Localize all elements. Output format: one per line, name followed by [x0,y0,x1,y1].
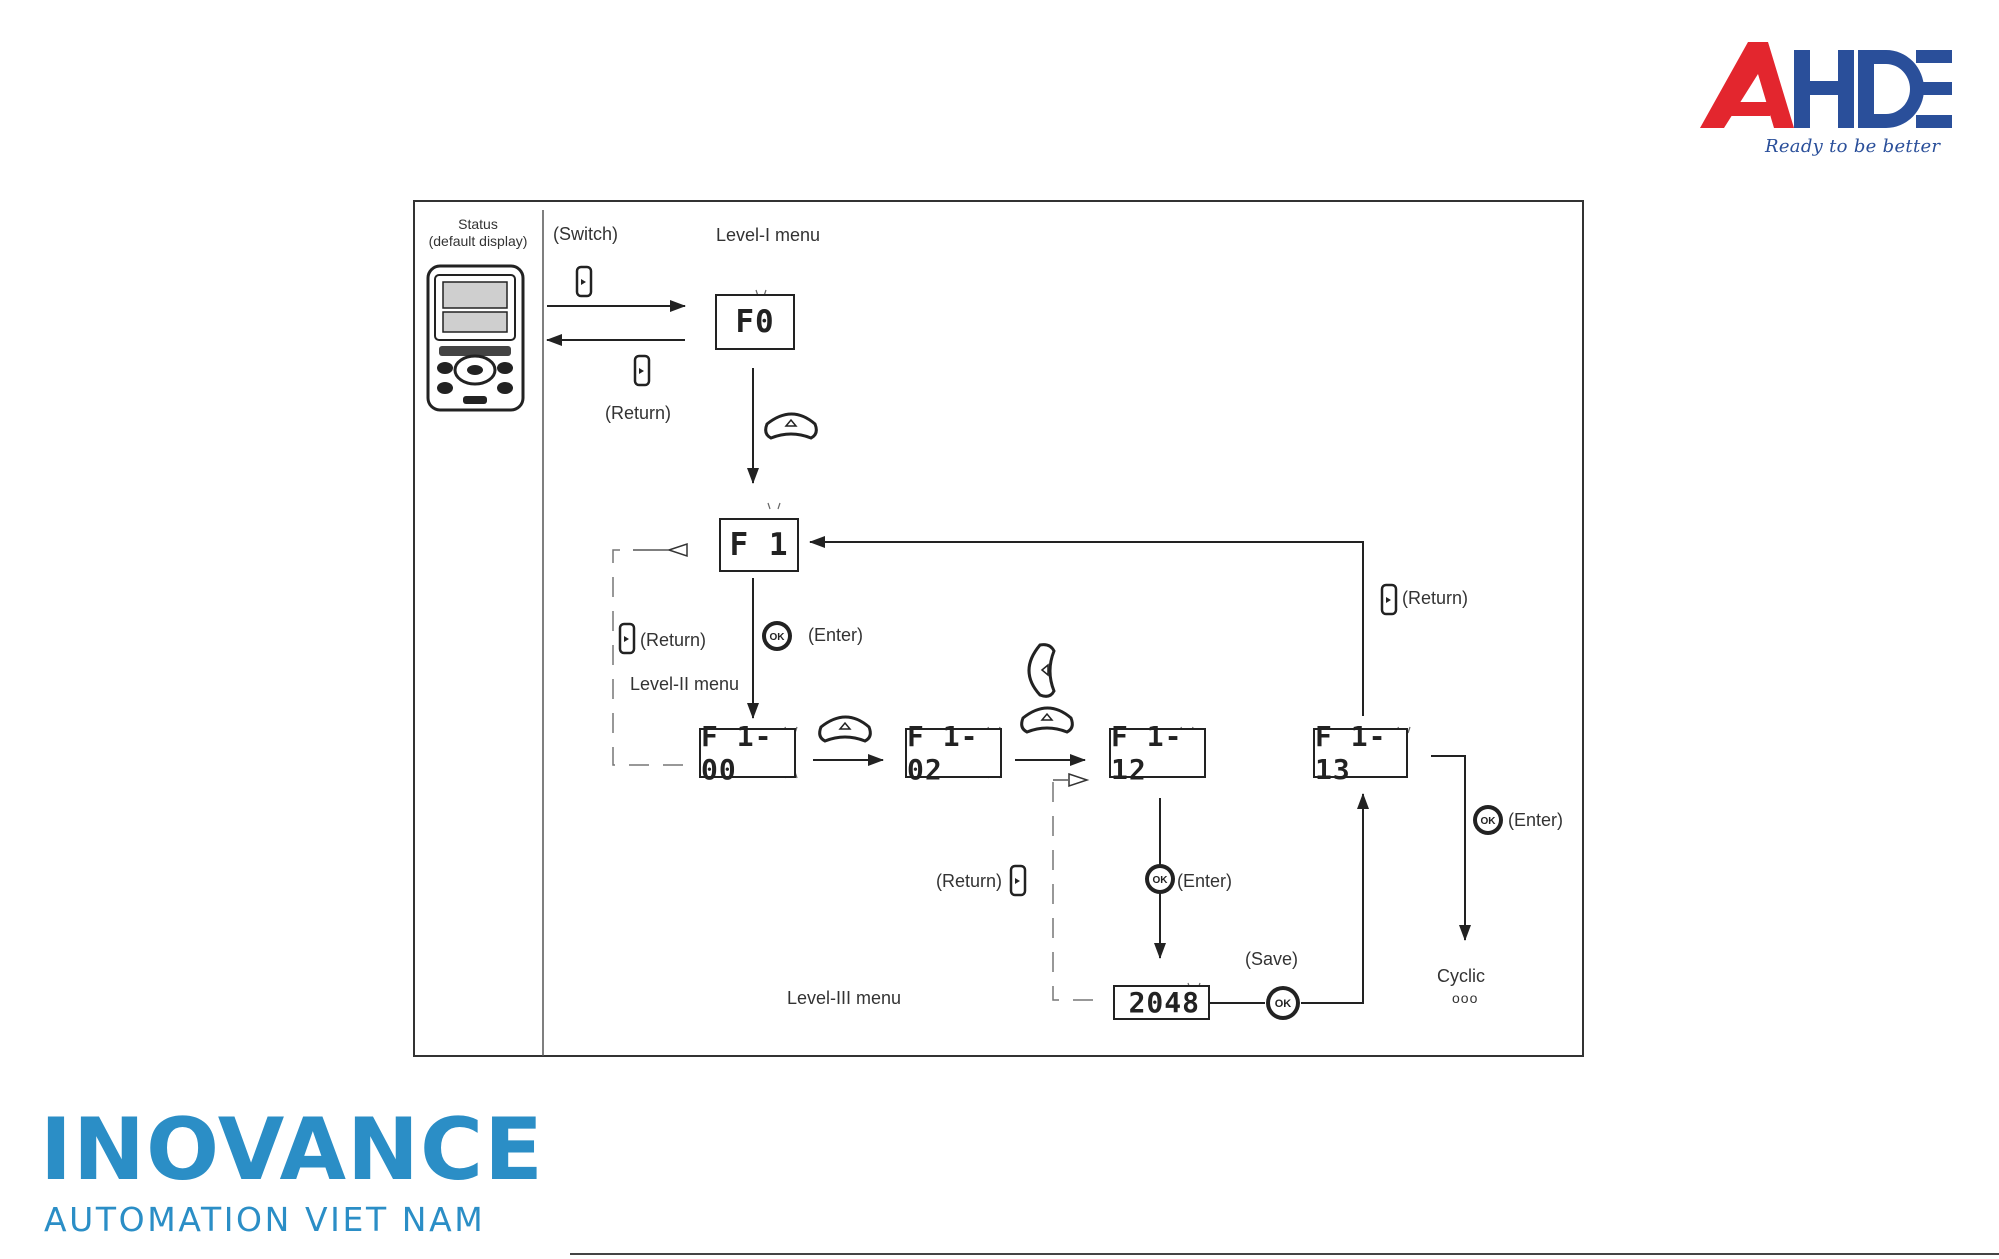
esc-key-icon [575,265,593,298]
ok-key-icon: OK [762,621,792,651]
up-key-icon [818,715,872,743]
up-key-icon [1020,706,1074,734]
switch-label: (Switch) [553,224,619,244]
inovance-logo-text: INOVANCE [40,1100,544,1200]
status-subtitle: (default display) [428,233,528,249]
svg-text:OK: OK [1481,816,1497,827]
ok-key-icon: OK [1145,864,1175,894]
cyclic-ellipsis: ooo [1452,990,1479,1006]
return-label-status: (Return) [605,403,672,423]
level1-label: Level-I menu [716,225,821,245]
return-label-level2: (Return) [640,630,707,650]
ok-key-icon: OK [1266,986,1300,1020]
cyclic-label: Cyclic [1437,966,1485,986]
lcd-f1-00: F 1-00 [699,720,796,786]
enter-label-f1-13: (Enter) [1508,810,1564,830]
menu-flow-diagram: OK OK OK [426,210,1503,1056]
esc-key-icon [1009,864,1027,897]
level2-label: Level-II menu [630,674,740,694]
svg-text:OK: OK [1153,875,1169,886]
status-title: Status [458,216,498,232]
lcd-f1-02: F 1-02 [905,720,1002,786]
diagram-frame [413,200,1584,1057]
up-key-icon [764,412,818,440]
svg-text:OK: OK [1275,998,1292,1010]
save-label: (Save) [1245,949,1299,969]
keypad-device-icon [426,264,525,412]
lcd-f1-12: F 1- 12 [1109,720,1206,786]
esc-key-icon [1380,583,1398,616]
lcd-f1: F 1 [719,518,799,572]
enter-label-f1-12: (Enter) [1177,871,1233,891]
left-key-icon [1027,643,1056,698]
lcd-f1-13: F 1- 13 [1313,720,1408,786]
return-label-level3: (Return) [936,871,1003,891]
esc-key-icon [618,622,636,655]
esc-key-icon [633,354,651,387]
ahde-tagline: Ready to be better [1765,136,1941,157]
return-label-f1-13: (Return) [1402,588,1469,608]
ahde-logo [1700,42,1952,128]
svg-text:OK: OK [770,632,786,643]
ok-key-icon: OK [1473,805,1503,835]
inovance-subtitle: AUTOMATION VIET NAM [44,1200,486,1239]
footer-rule [570,1253,1999,1255]
enter-label-f1: (Enter) [808,625,864,645]
lcd-value: 2048 [1113,985,1210,1020]
level3-label: Level-III menu [787,988,902,1008]
lcd-f0: F0 [715,294,795,350]
